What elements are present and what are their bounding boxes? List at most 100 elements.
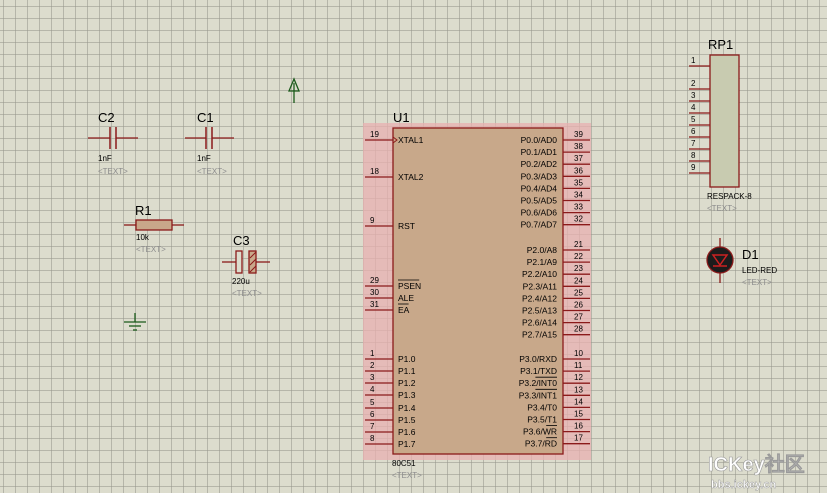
u1-pin-number: 21 [574, 240, 583, 249]
rp1-pin-4[interactable]: 4 [689, 103, 710, 114]
u1-pin-name: P3.3/INT1 [519, 390, 558, 400]
u1-pin-name: P0.4/AD4 [521, 183, 558, 193]
u1-pin-number: 15 [574, 410, 583, 419]
u1-pin-name: P1.2 [398, 378, 416, 388]
ground-icon[interactable] [124, 313, 146, 331]
rp1-pin-1[interactable]: 1 [689, 56, 710, 67]
u1-pin-number: 13 [574, 385, 583, 394]
u1-pin-name: ALE [398, 293, 414, 303]
u1-pin-name: P1.3 [398, 390, 416, 400]
u1-pin-number: 37 [574, 154, 583, 163]
u1-pin-number: 7 [370, 422, 375, 431]
u1-pin-number: 8 [370, 434, 375, 443]
u1-pin-name: P1.4 [398, 403, 416, 413]
u1-pin-5[interactable]: 5P1.4 [365, 398, 416, 413]
rp1-pin-2[interactable]: 2 [689, 79, 710, 90]
r1-value-label: 10k [136, 233, 150, 242]
c1-text-placeholder: <TEXT> [197, 167, 227, 176]
capacitor-c1[interactable]: C1 1nF <TEXT> [185, 110, 234, 176]
r1-text-placeholder: <TEXT> [136, 245, 166, 254]
rp1-pin-5[interactable]: 5 [689, 115, 710, 126]
rp1-pin-3[interactable]: 3 [689, 91, 710, 102]
u1-pin-name: P0.0/AD0 [521, 135, 558, 145]
u1-pin-number: 19 [370, 130, 379, 139]
u1-pin-name: P3.2/INT0 [519, 378, 558, 388]
u1-pin-name: P1.5 [398, 415, 416, 425]
power-arrow-icon[interactable] [288, 77, 300, 103]
u1-pin-name: EA [398, 305, 410, 315]
u1-pin-name: P2.5/A13 [522, 306, 557, 316]
rp1-pin-7[interactable]: 7 [689, 139, 710, 150]
r1-ref-label: R1 [135, 203, 152, 218]
u1-pin-8[interactable]: 8P1.7 [365, 434, 416, 449]
u1-pin-7[interactable]: 7P1.6 [365, 422, 416, 437]
u1-pin-name: P3.0/RXD [519, 354, 557, 364]
capacitor-c3[interactable]: C3 220u <TEXT> [222, 233, 270, 298]
rp1-ref-label: RP1 [708, 37, 733, 52]
u1-pin-1[interactable]: 1P1.0 [365, 349, 416, 364]
c3-text-placeholder: <TEXT> [232, 289, 262, 298]
microcontroller-u1[interactable]: U1 80C51 <TEXT> 19XTAL118XTAL29RST29PSEN… [363, 110, 591, 480]
u1-pin-2[interactable]: 2P1.1 [365, 361, 416, 376]
capacitor-c2[interactable]: C2 1nF <TEXT> [88, 110, 138, 176]
u1-pin-number: 1 [370, 349, 375, 358]
u1-value-label: 80C51 [392, 459, 416, 468]
led-d1[interactable]: D1 LED-RED <TEXT> [706, 238, 777, 287]
c1-value-label: 1nF [197, 154, 211, 163]
u1-text-placeholder: <TEXT> [392, 471, 422, 480]
u1-pin-name: P1.0 [398, 354, 416, 364]
c2-value-label: 1nF [98, 154, 112, 163]
d1-value-label: LED-RED [742, 266, 777, 275]
d1-text-placeholder: <TEXT> [742, 278, 772, 287]
rp1-pin-6[interactable]: 6 [689, 127, 710, 138]
u1-pin-3[interactable]: 3P1.2 [365, 373, 416, 388]
rp1-pin-number: 6 [691, 127, 696, 136]
u1-pin-number: 3 [370, 373, 375, 382]
u1-pin-number: 24 [574, 276, 583, 285]
resistor-r1[interactable]: R1 10k <TEXT> [124, 203, 184, 254]
u1-pin-4[interactable]: 4P1.3 [365, 385, 416, 400]
c2-ref-label: C2 [98, 110, 115, 125]
rp1-pin-8[interactable]: 8 [689, 151, 710, 162]
rp1-pin-9[interactable]: 9 [689, 163, 710, 174]
u1-pin-name: P2.6/A14 [522, 318, 557, 328]
watermark-url: bbs.ickey.cn [711, 479, 776, 491]
led-body [706, 246, 734, 274]
u1-pin-6[interactable]: 6P1.5 [365, 410, 416, 425]
u1-pin-number: 12 [574, 373, 583, 382]
u1-pin-number: 16 [574, 422, 583, 431]
